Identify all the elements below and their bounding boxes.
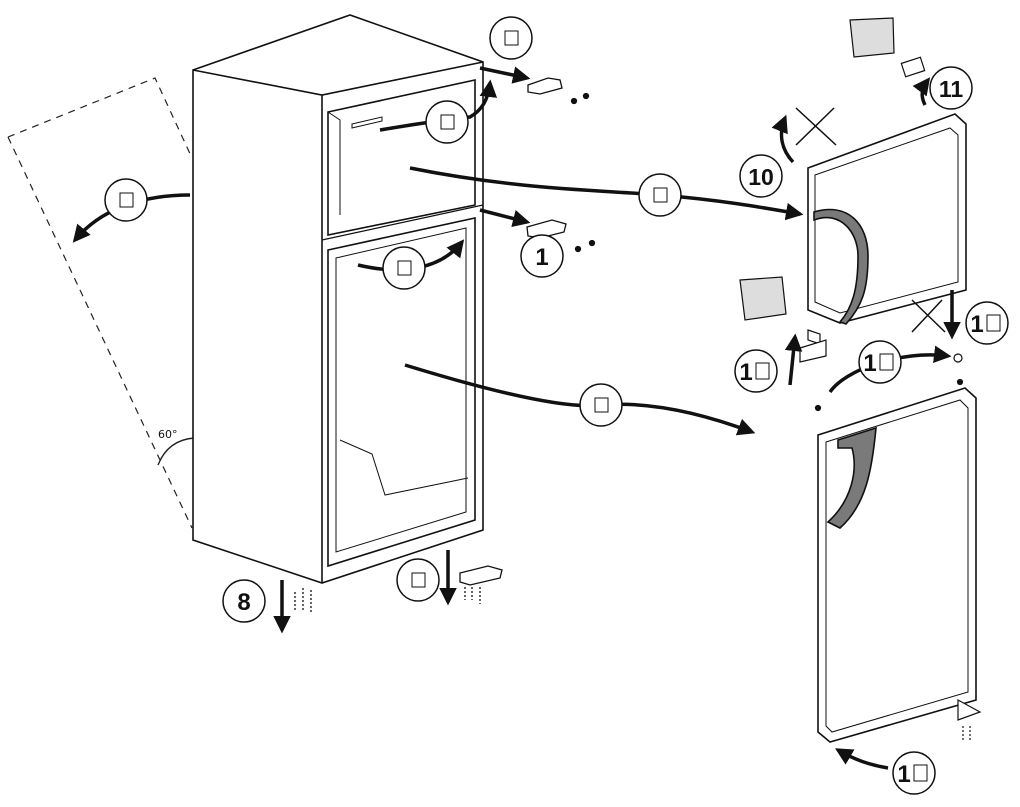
svg-text:1: 1 [863,350,876,377]
step-bubble-9 [396,558,440,602]
freezer-door [807,113,967,325]
step-bubble-5: 1 [520,234,564,278]
hinge-pin-parts [799,339,982,740]
step-bubble-15: 1 [892,751,936,795]
hinge-middle [526,219,596,253]
step-bubble-11: 11 [929,66,973,110]
step-bubble-3 [104,178,148,222]
step-bubble-4 [382,246,426,290]
step-bubble-1 [489,16,533,60]
hinge-bottom [294,565,503,612]
no-symbol-top [795,107,837,146]
svg-text:1: 1 [739,359,752,386]
step-bubble-14: 1 [858,340,902,384]
angle-arc [157,437,195,466]
step-bubble-12: 1 [965,301,1009,345]
svg-text:11: 11 [939,76,964,102]
step-bubble-10: 10 [739,154,783,198]
no-symbol-bottom [911,299,946,333]
svg-text:10: 10 [748,164,774,190]
parts-bag-middle [739,276,821,345]
svg-text:1: 1 [897,761,910,788]
tilt-guide [7,77,193,529]
step-bubble-8: 8 [222,579,266,623]
step-bubble-2 [425,100,469,144]
svg-text:8: 8 [237,589,250,616]
hinge-top [527,77,590,105]
parts-bag-top [849,17,926,78]
step-bubble-13: 1 [734,349,778,393]
svg-text:1: 1 [970,311,983,338]
fridge-cabinet [192,14,484,584]
step-bubble-6 [638,173,682,217]
fridge-door [817,387,977,743]
angle-label: 60° [158,428,178,441]
step-bubble-7 [579,383,623,427]
svg-text:1: 1 [535,244,548,271]
